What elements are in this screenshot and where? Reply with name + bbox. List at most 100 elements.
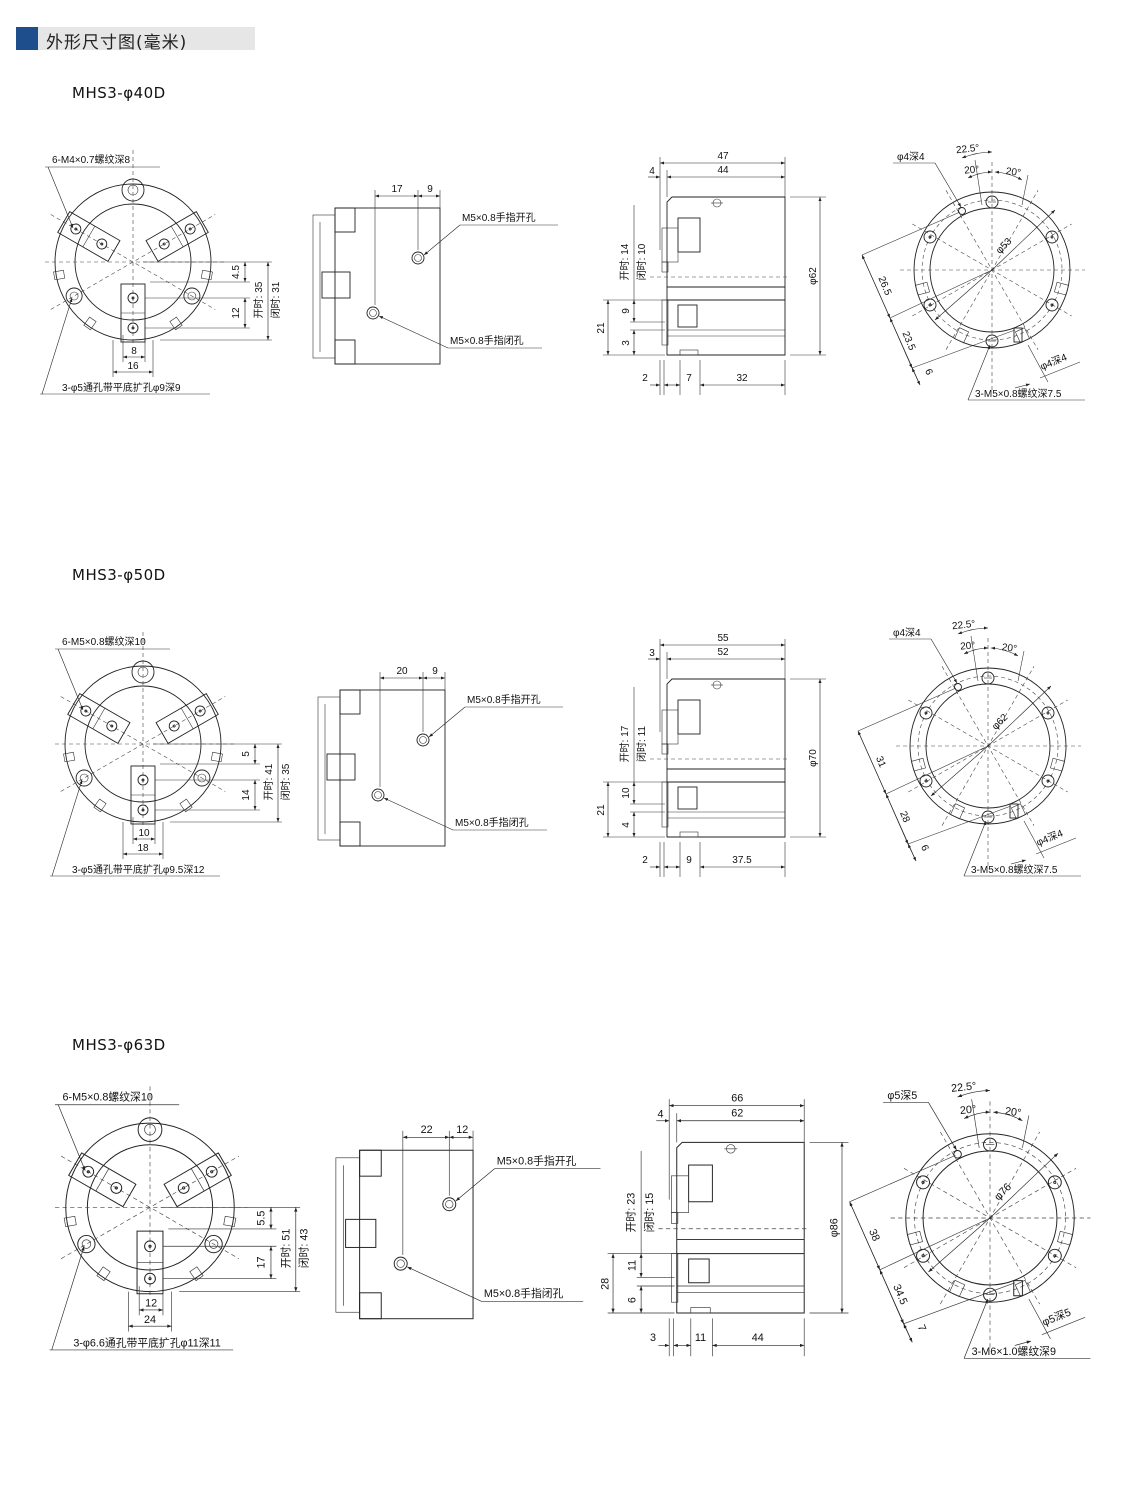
notch bbox=[63, 1215, 77, 1227]
dimension-label: 6 bbox=[922, 367, 934, 377]
extension-line bbox=[911, 329, 1016, 369]
small-block bbox=[661, 261, 669, 273]
jaw-divider bbox=[92, 707, 106, 730]
ring-notch bbox=[93, 798, 107, 813]
notch bbox=[179, 798, 193, 813]
ring-notch bbox=[83, 316, 97, 331]
close-port-inner bbox=[374, 791, 382, 799]
dimension-label: 17 bbox=[391, 184, 403, 195]
jaw-divider bbox=[170, 225, 184, 248]
leader-line bbox=[57, 1104, 86, 1171]
notch bbox=[949, 1279, 966, 1298]
dimension-label: 37.5 bbox=[732, 855, 752, 866]
flange-notch bbox=[914, 281, 930, 296]
dimension-label: 12 bbox=[231, 307, 242, 319]
dimension-label: 21 bbox=[596, 322, 607, 334]
flange-notch bbox=[906, 1230, 923, 1246]
dimension-label: 9 bbox=[427, 184, 433, 195]
ring-notch bbox=[200, 269, 213, 281]
notch bbox=[189, 1266, 204, 1282]
mounting-hole bbox=[1041, 706, 1055, 720]
close-dimension: 闭时: 11 bbox=[635, 726, 648, 762]
dimension-line bbox=[903, 1323, 913, 1343]
dimension-line bbox=[911, 367, 921, 386]
diameter-line bbox=[934, 269, 993, 321]
notch bbox=[1014, 327, 1030, 344]
bottom-view: 22.5°20°20°φ5326.523.56φ4深4φ4深43-M5×0.8螺… bbox=[861, 143, 1085, 401]
mounting-hole bbox=[923, 298, 937, 312]
extension-line bbox=[907, 805, 1012, 845]
leader-line bbox=[455, 1168, 495, 1202]
mounting-hole-inner bbox=[208, 1239, 219, 1249]
jaw-lower-block bbox=[677, 786, 698, 810]
close-dimension: 闭时: 15 bbox=[643, 1193, 656, 1233]
mounting-hole bbox=[919, 774, 933, 788]
open-dimension: 开时: 23 bbox=[625, 1193, 638, 1233]
dimension-line bbox=[879, 1269, 904, 1324]
bottom-tab bbox=[679, 349, 699, 356]
hole-center bbox=[1046, 779, 1050, 783]
leader-underline bbox=[1041, 1317, 1086, 1335]
close-dimension: 闭时: 35 bbox=[279, 763, 292, 800]
hole-note: 3-φ5通孔带平底扩孔φ9深9 bbox=[62, 381, 181, 394]
flange-notch bbox=[910, 757, 926, 772]
dimension-label: 22.5° bbox=[951, 1080, 977, 1095]
mounting-hole bbox=[983, 1137, 997, 1152]
notch bbox=[200, 269, 213, 281]
thread-note: 6-M5×0.8螺纹深10 bbox=[62, 635, 146, 648]
pin-hole-note: φ5深5 bbox=[1040, 1306, 1073, 1329]
mounting-hole bbox=[77, 1234, 96, 1254]
thread-note: 6-M4×0.7螺纹深8 bbox=[52, 153, 131, 166]
leader-line bbox=[51, 1246, 85, 1351]
hole-center bbox=[1050, 303, 1054, 307]
hole-center bbox=[100, 242, 104, 246]
dimension-label: φ86 bbox=[829, 1218, 841, 1237]
open-dimension: 开时: 35 bbox=[253, 281, 265, 318]
dimension-label: 11 bbox=[627, 1260, 639, 1271]
jaw-top bbox=[334, 207, 356, 233]
jaw-screw-hole bbox=[127, 322, 139, 334]
dimension-label: 47 bbox=[717, 151, 729, 162]
leader-line bbox=[967, 344, 991, 401]
dimension-label: 4 bbox=[658, 1109, 664, 1121]
jaw-top-block bbox=[677, 217, 701, 253]
jaw-screw-hole bbox=[205, 1165, 218, 1178]
mounting-hole bbox=[985, 195, 999, 209]
jaw-screw-hole bbox=[110, 1182, 123, 1194]
dimension-label: 55 bbox=[717, 633, 729, 644]
hole-center bbox=[148, 1277, 152, 1281]
dimension-line bbox=[861, 254, 891, 319]
model-title: MHS3-φ50D bbox=[72, 566, 166, 584]
jaw-block bbox=[57, 210, 121, 263]
leader-line bbox=[378, 315, 449, 349]
hole-center bbox=[172, 724, 176, 728]
dimension-label: 6 bbox=[627, 1297, 639, 1303]
dimension-label: 17 bbox=[255, 1256, 267, 1268]
mounting-hole-inner bbox=[81, 1239, 92, 1249]
dimension-label: 20° bbox=[960, 640, 976, 652]
dimension-label: 7 bbox=[915, 1323, 928, 1333]
notch bbox=[53, 269, 66, 281]
locating-slot bbox=[1013, 327, 1023, 343]
flange-notch bbox=[1050, 757, 1066, 772]
jaw-block bbox=[120, 283, 146, 343]
dimension-label: 34.5 bbox=[890, 1283, 909, 1307]
leader-line bbox=[407, 1266, 482, 1302]
dimension-label: 16 bbox=[127, 361, 139, 372]
angle-arc bbox=[961, 150, 993, 159]
dimension-label: 20° bbox=[1004, 1105, 1022, 1119]
jaw-top-block bbox=[677, 699, 701, 735]
ring-notch bbox=[210, 751, 223, 763]
hole-center bbox=[131, 296, 135, 300]
leader-underline bbox=[1035, 837, 1077, 855]
ring-notch bbox=[169, 316, 183, 331]
body-profile bbox=[666, 196, 786, 356]
dimension-label: 20° bbox=[1001, 642, 1018, 655]
thread-note: 6-M5×0.8螺纹深10 bbox=[63, 1089, 153, 1103]
